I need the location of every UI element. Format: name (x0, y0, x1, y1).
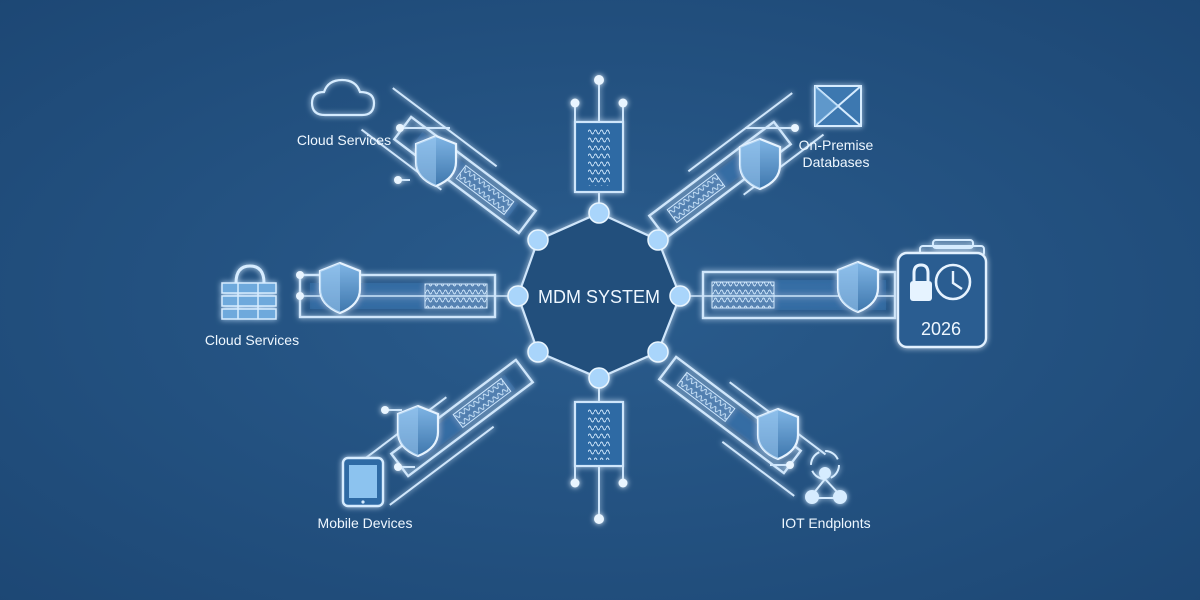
hub-node (669, 285, 691, 307)
server-stack-icon (221, 264, 277, 320)
cloud-icon (310, 78, 376, 117)
spoke-top (570, 75, 628, 213)
hub-node (647, 229, 669, 251)
label-mobile-devices: Mobile Devices (318, 515, 413, 531)
center-hub (507, 202, 691, 389)
hub-node (527, 229, 549, 251)
spoke-cloud-left (296, 261, 522, 319)
hub-node (507, 285, 529, 307)
badge-year: 2026 (921, 319, 961, 339)
spoke-bottom (570, 383, 628, 524)
spoke-cloud-top (360, 87, 538, 235)
label-onprem-line1: On-Premise (799, 137, 874, 153)
lock-clock-icon (896, 239, 988, 349)
label-cloud-services-left: Cloud Services (205, 332, 299, 348)
spoke-badge (680, 260, 897, 320)
tablet-icon (341, 456, 385, 508)
database-envelope-icon (814, 85, 862, 127)
spoke-onprem (647, 92, 825, 240)
center-label: MDM SYSTEM (538, 287, 660, 307)
hub-node (527, 341, 549, 363)
label-iot-endpoints: IOT Endplonts (781, 515, 870, 531)
iot-network-icon (805, 450, 847, 504)
hub-node (647, 341, 669, 363)
label-cloud-services-top: Cloud Services (297, 132, 391, 148)
hub-node (588, 367, 610, 389)
label-onprem-line2: Databases (803, 154, 870, 170)
hub-node (588, 202, 610, 224)
spoke-iot (657, 355, 827, 497)
spoke-mobile (357, 358, 535, 506)
